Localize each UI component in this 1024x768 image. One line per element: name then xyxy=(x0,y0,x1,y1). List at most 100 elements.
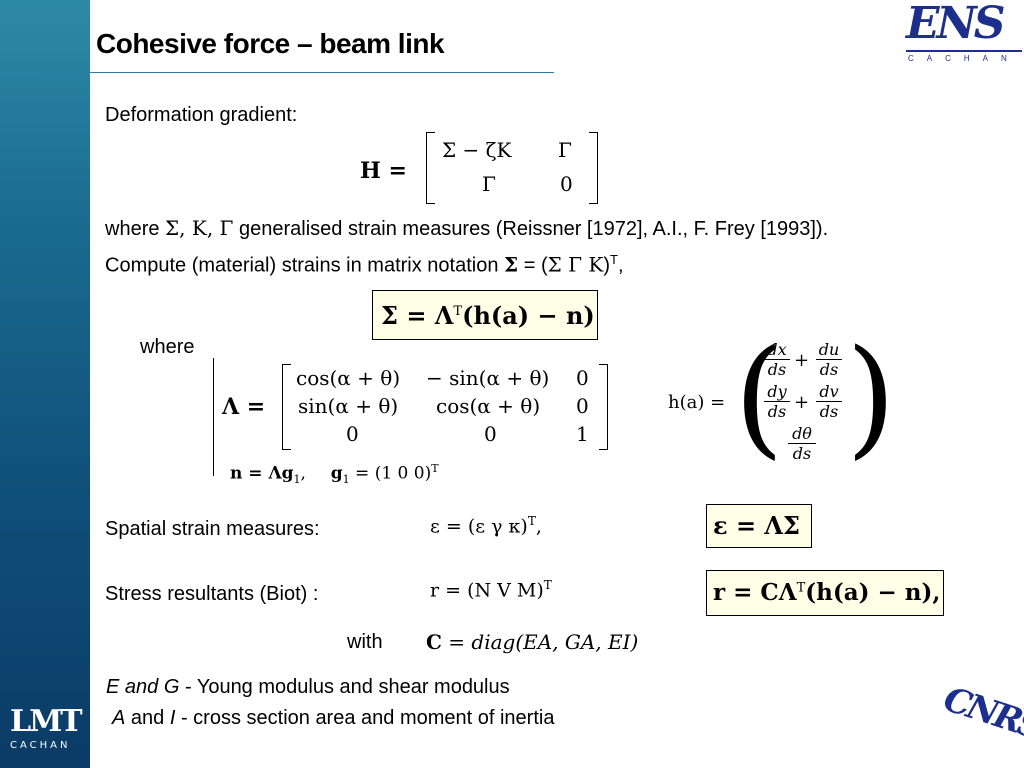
epsilon-comma: , xyxy=(535,515,542,538)
h-lhs: h(a) = xyxy=(668,392,726,413)
Lambda-m31: 0 xyxy=(346,422,359,446)
sigma-box-lhs: Σ = Λ xyxy=(381,301,454,330)
C-symbol: C xyxy=(426,630,442,654)
where-text: where xyxy=(105,218,166,240)
Lambda-m32: 0 xyxy=(484,422,497,446)
C-expression: = diag(EA, GA, EI) xyxy=(441,630,639,654)
C-definition: C = diag(EA, GA, EI) xyxy=(426,630,638,654)
epsilon-equation-box: ε = ΛΣ xyxy=(706,504,812,548)
Lambda-m11: cos(α + θ) xyxy=(296,366,401,390)
g-vector: = (1 0 0) xyxy=(349,463,432,484)
strain-measures-line: where Σ, Κ, Γ generalised strain measure… xyxy=(105,216,828,241)
ens-cachan-logo: ENS CACHAN xyxy=(904,2,1024,64)
H-m21: Γ xyxy=(482,172,496,196)
compute-equals: = ( xyxy=(518,254,548,277)
sigma-equation-box: Σ = ΛT(h(a) − n) xyxy=(372,290,598,340)
r-definition: r = (N V M)T xyxy=(430,578,552,601)
h-r2a-num: dy xyxy=(767,382,787,401)
Lambda-lhs: Λ = xyxy=(222,394,266,420)
epsilon-definition: ε = (ε γ κ)T, xyxy=(430,514,542,537)
compute-sigma: Σ xyxy=(504,252,519,277)
lmt-logo-mark: LMT xyxy=(10,704,83,739)
Lambda-right-bracket xyxy=(599,364,608,450)
ens-logo-rule xyxy=(906,50,1022,52)
Lambda-m12: − sin(α + θ) xyxy=(426,366,550,390)
compute-text: Compute (material) strains in matrix not… xyxy=(105,254,505,277)
compute-close-paren: ) xyxy=(603,254,610,277)
h-r1b-num: du xyxy=(818,340,840,359)
n-subscript: 1 xyxy=(293,473,301,487)
sigma-box-rhs: (h(a) − n) xyxy=(462,301,595,330)
note2-and: and xyxy=(125,707,170,729)
r-vector: r = (N V M) xyxy=(430,579,544,602)
compute-vector: Σ Γ Κ xyxy=(547,252,604,277)
h-left-paren: ( xyxy=(734,323,784,472)
Lambda-m13: 0 xyxy=(576,366,589,390)
h-r1b-den: ds xyxy=(816,359,842,379)
h-r2a-den: ds xyxy=(764,401,790,421)
r-box-content: r = CΛT(h(a) − n), xyxy=(713,579,940,606)
h-r1b-fraction: du ds xyxy=(816,340,842,379)
compute-strains-line: Compute (material) strains in matrix not… xyxy=(105,252,624,278)
note2-I: I xyxy=(169,707,176,729)
sidebar-band: LMT CACHAN xyxy=(0,0,90,768)
r-transpose: T xyxy=(543,578,552,592)
strain-symbols: Σ, Κ, Γ xyxy=(165,216,234,240)
r-box-rhs: (h(a) − n), xyxy=(805,579,941,606)
n-g-definition: n = Λg1, g1 = (1 0 0)T xyxy=(230,462,439,486)
H-lhs: H = xyxy=(360,158,407,184)
ens-logo-mark: ENS xyxy=(906,0,1006,49)
stress-resultants-label: Stress resultants (Biot) : xyxy=(105,583,319,605)
h-r2-plus: + xyxy=(794,392,810,413)
note1-text: Young modulus and shear modulus xyxy=(196,676,510,698)
Lambda-m23: 0 xyxy=(576,394,589,418)
h-r1-plus: + xyxy=(794,350,810,371)
h-r1a-num: dx xyxy=(767,340,787,359)
H-right-bracket xyxy=(589,132,598,204)
h-r3-den: ds xyxy=(788,443,816,463)
g-transpose: T xyxy=(431,462,439,475)
Lambda-m22: cos(α + θ) xyxy=(436,394,541,418)
deformation-gradient-label: Deformation gradient: xyxy=(105,104,298,126)
H-matrix: Σ − ζK Γ Γ 0 xyxy=(426,132,598,204)
spatial-strain-label: Spatial strain measures: xyxy=(105,518,320,540)
h-r2b-fraction: dv ds xyxy=(816,382,842,421)
epsilon-box-content: ε = ΛΣ xyxy=(713,511,800,540)
r-equation-box: r = CΛT(h(a) − n), xyxy=(706,570,944,616)
cnrs-logo: CNRS xyxy=(938,679,1024,748)
h-r2a-fraction: dy ds xyxy=(764,382,790,421)
h-r3-num: dθ xyxy=(792,424,812,443)
epsilon-transpose: T xyxy=(527,514,536,528)
H-left-bracket xyxy=(426,132,435,204)
n-comma: , xyxy=(300,463,306,484)
where-label-2: where xyxy=(140,336,195,358)
h-r1a-fraction: dx ds xyxy=(764,340,790,379)
g-symbol: g xyxy=(330,463,343,484)
g-subscript: 1 xyxy=(342,473,350,487)
Lambda-m21: sin(α + θ) xyxy=(298,394,399,418)
note2-A: A xyxy=(112,707,126,729)
epsilon-vector: ε = (ε γ κ) xyxy=(430,515,528,538)
compute-transpose: T xyxy=(610,252,618,267)
note-line-1: E and G - Young modulus and shear modulu… xyxy=(106,676,510,699)
title-underline xyxy=(34,72,554,73)
lmt-logo-subtitle: CACHAN xyxy=(10,740,71,751)
compute-comma: , xyxy=(617,254,624,277)
n-definition: n = Λg xyxy=(230,463,294,484)
h-r2b-num: dv xyxy=(819,382,839,401)
with-label: with xyxy=(347,631,383,653)
note2-dash: - xyxy=(175,707,194,729)
strain-description: generalised strain measures (Reissner [1… xyxy=(233,218,829,240)
note2-text: cross section area and moment of inertia xyxy=(193,707,555,729)
r-box-transpose: T xyxy=(796,580,806,596)
note-line-2: A and I - cross section area and moment … xyxy=(112,707,554,730)
Lambda-m33: 1 xyxy=(576,422,589,446)
h-r1a-den: ds xyxy=(764,359,790,379)
H-m11: Σ − ζK xyxy=(442,138,512,162)
h-r3-fraction: dθ ds xyxy=(788,424,816,463)
ens-logo-subtitle: CACHAN xyxy=(908,54,1020,63)
h-r2b-den: ds xyxy=(816,401,842,421)
H-m12: Γ xyxy=(558,138,572,162)
sigma-box-transpose: T xyxy=(453,304,463,319)
Lambda-matrix: cos(α + θ) − sin(α + θ) 0 sin(α + θ) cos… xyxy=(282,364,608,450)
